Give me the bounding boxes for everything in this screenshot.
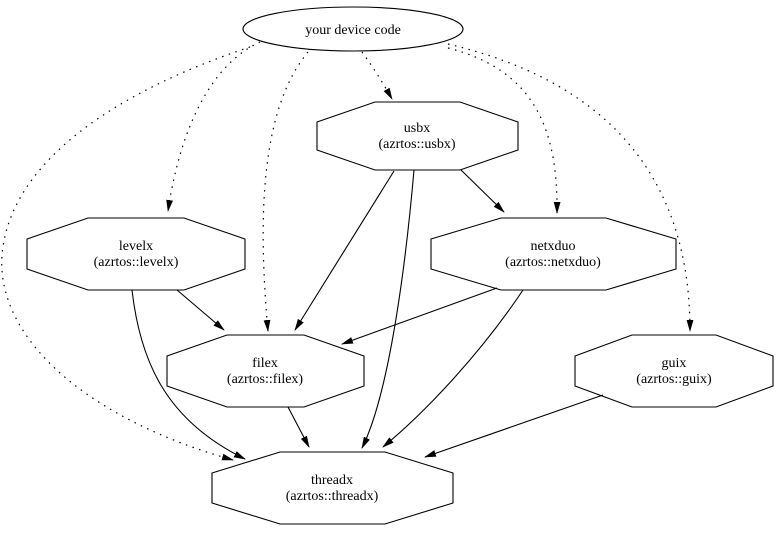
node-usbx-subtitle: (azrtos::usbx) — [379, 137, 456, 152]
edge-usbx-filex — [294, 170, 395, 331]
edge-netxduo-threadx — [382, 289, 524, 448]
edge-devicecode-netxduo — [447, 47, 561, 214]
octagon-netxduo — [430, 217, 677, 291]
edge-levelx-filex — [176, 289, 225, 331]
edge-devicecode-filex — [262, 51, 309, 332]
node-guix: guix (azrtos::guix) — [574, 334, 774, 408]
octagon-usbx — [316, 101, 519, 171]
octagon-threadx — [211, 451, 454, 525]
ellipse-your-device-code — [242, 6, 464, 52]
node-threadx-subtitle: (azrtos::threadx) — [286, 489, 379, 504]
octagon-levelx — [26, 217, 246, 291]
node-usbx: usbx (azrtos::usbx) — [316, 101, 519, 171]
edge-devicecode-threadx — [1, 46, 251, 461]
octagon-filex — [166, 334, 365, 408]
node-levelx-subtitle: (azrtos::levelx) — [94, 255, 179, 270]
edge-usbx-threadx — [361, 169, 415, 449]
octagon-guix — [574, 334, 774, 408]
edge-netxduo-filex — [341, 287, 498, 345]
node-guix-title: guix — [662, 356, 687, 371]
edge-levelx-threadx — [131, 289, 246, 460]
node-levelx: levelx (azrtos::levelx) — [26, 217, 246, 291]
node-threadx-title: threadx — [311, 473, 353, 488]
node-layer: your device code usbx (azrtos::usbx) lev… — [26, 6, 774, 525]
node-filex: filex (azrtos::filex) — [166, 334, 365, 408]
node-threadx: threadx (azrtos::threadx) — [211, 451, 454, 525]
node-netxduo-subtitle: (azrtos::netxduo) — [505, 255, 601, 270]
edge-devicecode-guix — [447, 43, 694, 332]
node-netxduo: netxduo (azrtos::netxduo) — [430, 217, 677, 291]
edge-filex-threadx — [287, 406, 310, 448]
node-filex-title: filex — [252, 356, 278, 371]
node-your-device-code: your device code — [242, 6, 464, 52]
edge-layer — [1, 41, 694, 461]
node-filex-subtitle: (azrtos::filex) — [227, 372, 304, 387]
node-usbx-title: usbx — [404, 121, 430, 136]
edge-devicecode-usbx — [361, 51, 393, 100]
node-netxduo-title: netxduo — [530, 239, 575, 254]
edge-usbx-netxduo — [460, 169, 505, 213]
edge-guix-threadx — [424, 394, 604, 458]
node-levelx-title: levelx — [119, 239, 153, 254]
node-guix-subtitle: (azrtos::guix) — [636, 372, 712, 387]
edge-devicecode-levelx — [166, 41, 261, 212]
node-your-device-code-label: your device code — [305, 23, 401, 38]
